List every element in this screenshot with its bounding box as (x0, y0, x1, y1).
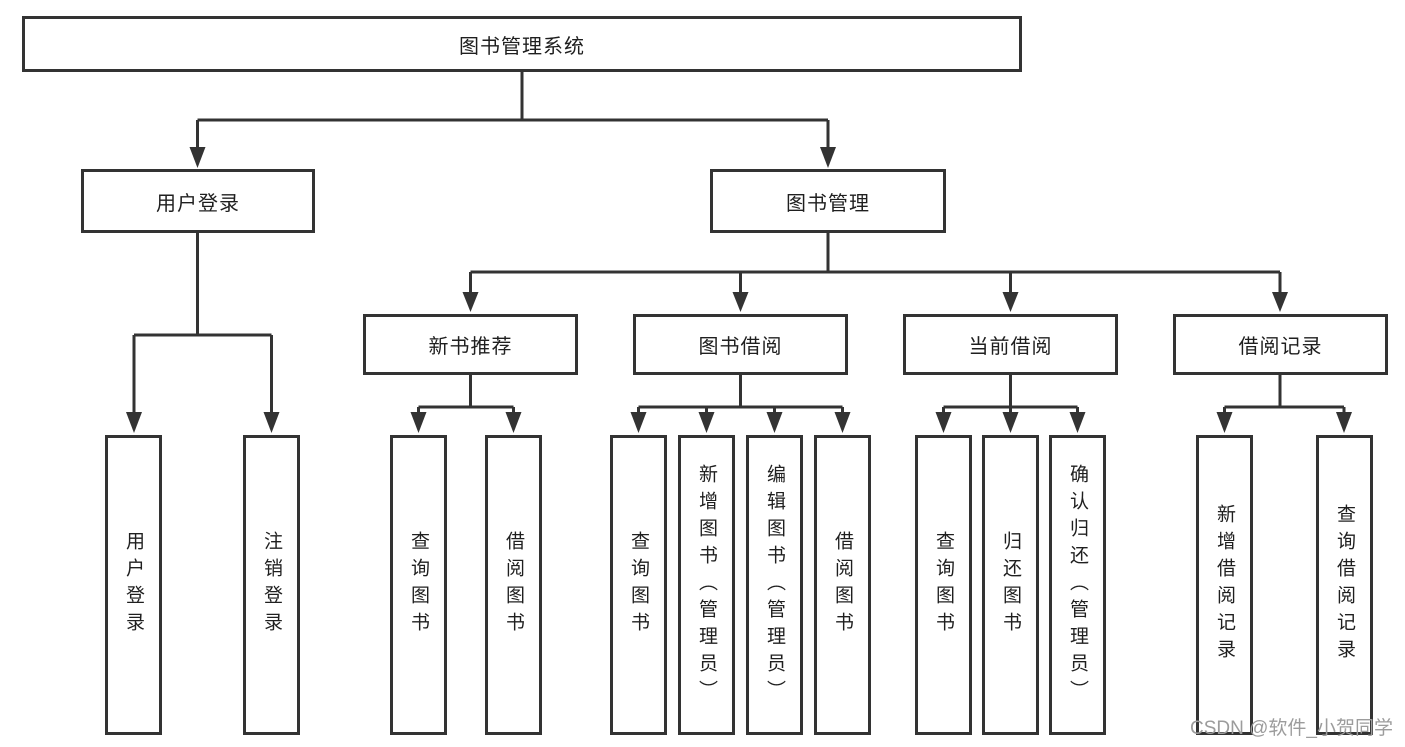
leaf-borrow-books-recommend: 借阅图书 (485, 435, 542, 735)
leaf-add-borrow-record: 新增借阅记录 (1196, 435, 1253, 735)
node-new-book-recommendation: 新书推荐 (363, 314, 578, 375)
node-book-management: 图书管理 (710, 169, 946, 233)
node-borrowing-records: 借阅记录 (1173, 314, 1388, 375)
leaf-borrow-books-borrowing: 借阅图书 (814, 435, 871, 735)
leaf-query-books-recommend: 查询图书 (390, 435, 447, 735)
node-current-borrowing: 当前借阅 (903, 314, 1118, 375)
leaf-add-books-admin: 新增图书（管理员） (678, 435, 735, 735)
leaf-query-books-current: 查询图书 (915, 435, 972, 735)
watermark: CSDN @软件_小贺同学 (1190, 718, 1393, 739)
node-library-system: 图书管理系统 (22, 16, 1022, 72)
leaf-logout: 注销登录 (243, 435, 300, 735)
node-book-borrowing: 图书借阅 (633, 314, 848, 375)
leaf-edit-books-admin: 编辑图书（管理员） (746, 435, 803, 735)
leaf-query-books-borrowing: 查询图书 (610, 435, 667, 735)
leaf-return-books: 归还图书 (982, 435, 1039, 735)
leaf-user-login: 用户登录 (105, 435, 162, 735)
leaf-query-borrow-record: 查询借阅记录 (1316, 435, 1373, 735)
leaf-confirm-return-admin: 确认归还（管理员） (1049, 435, 1106, 735)
node-user-login-branch: 用户登录 (81, 169, 315, 233)
